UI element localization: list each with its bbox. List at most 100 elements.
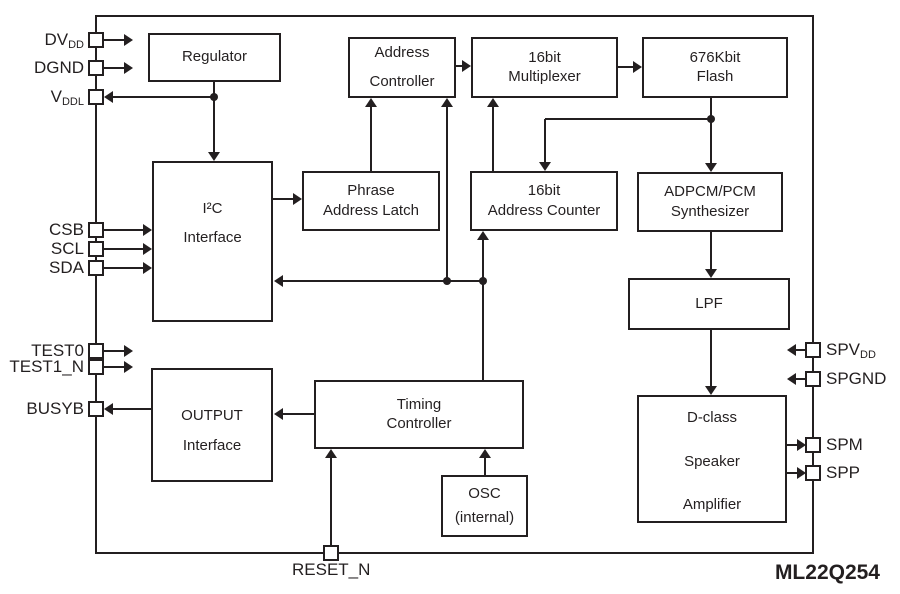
wire-csb	[104, 229, 143, 231]
block-16bit-multiplexer: 16bit Multiplexer	[471, 37, 618, 98]
wire-regulator-i2c	[213, 82, 215, 153]
arrow-i2c-bus-icon	[274, 275, 283, 287]
block-label: Multiplexer	[508, 68, 581, 85]
arrow-addrctrl-in1-icon	[365, 98, 377, 107]
wire-addrctrl-mux	[456, 65, 462, 67]
wire-counter-mux	[492, 107, 494, 171]
block-label: I²C	[202, 199, 223, 217]
chip-outline	[95, 15, 814, 554]
block-regulator: Regulator	[148, 33, 281, 82]
block-label: Address Latch	[323, 201, 419, 219]
arrow-mux-in-icon	[487, 98, 499, 107]
wire-test1n	[104, 366, 124, 368]
pin-busyb	[88, 401, 104, 417]
arrow-scl-in-icon	[143, 243, 152, 255]
block-i2c-interface: I²C Interface	[152, 161, 273, 322]
pin-sda	[88, 260, 104, 276]
arrow-csb-in-icon	[143, 224, 152, 236]
block-timing-controller: Timing Controller	[314, 380, 524, 449]
arrow-amp-in-icon	[705, 386, 717, 395]
block-label: Synthesizer	[670, 202, 750, 220]
pin-dgnd	[88, 60, 104, 76]
wire-mux-flash	[618, 66, 633, 68]
block-label: Interface	[183, 229, 242, 246]
block-label: Amplifier	[682, 496, 742, 514]
pin-label-busyb: BUSYB	[26, 399, 84, 418]
block-label: Timing	[396, 395, 442, 413]
block-label: OSC	[468, 485, 501, 502]
wire-test0	[104, 350, 124, 352]
block-label: Interface	[182, 436, 242, 454]
wire-bus-counter	[482, 240, 484, 281]
pin-label-spgnd: SPGND	[826, 369, 887, 388]
pin-label-reset-n: RESET_N	[292, 560, 371, 579]
arrow-sda-in-icon	[143, 262, 152, 274]
pin-label-scl: SCL	[50, 239, 84, 258]
arrow-timing-reset-icon	[325, 449, 337, 458]
pin-reset-n	[323, 545, 339, 561]
arrow-i2c-top-icon	[208, 152, 220, 161]
arrow-addrctrl-in2-icon	[441, 98, 453, 107]
pin-spm	[805, 437, 821, 453]
junction-flash-branch	[707, 115, 715, 123]
arrow-latch-in-icon	[293, 193, 302, 205]
pin-spvdd	[805, 342, 821, 358]
pin-vddl	[88, 89, 104, 105]
wire-spm	[787, 444, 797, 446]
wire-latch-addrctrl	[370, 107, 372, 171]
pin-scl	[88, 241, 104, 257]
arrow-counter-in-icon	[477, 231, 489, 240]
pin-dvdd	[88, 32, 104, 48]
wire-resetn	[330, 458, 332, 545]
block-dclass-speaker-amplifier: D-class Speaker Amplifier	[637, 395, 787, 523]
pin-test0	[88, 343, 104, 359]
wire-spgnd	[796, 378, 806, 380]
pin-label-spm: SPM	[826, 435, 863, 454]
block-phrase-address-latch: Phrase Address Latch	[302, 171, 440, 231]
junction-bus-right	[479, 277, 487, 285]
block-label: 676Kbit	[689, 48, 741, 66]
wire-busyb	[113, 408, 151, 410]
junction-bus-left	[443, 277, 451, 285]
wire-bus-addrctrl	[446, 107, 448, 281]
wire-timing-bus	[482, 281, 484, 380]
block-osc-internal: OSC (internal)	[441, 475, 528, 537]
arrow-counter-top-icon	[539, 162, 551, 171]
block-label: Regulator	[181, 48, 248, 66]
part-number: ML22Q254	[774, 561, 880, 584]
block-address-controller: Address Controller	[348, 37, 456, 98]
block-label: Speaker	[684, 452, 740, 470]
junction-regulator-vddl	[210, 93, 218, 101]
pin-label-test1-n: TEST1_N	[9, 357, 84, 376]
block-label: Controller	[386, 415, 452, 432]
arrow-output-in-icon	[274, 408, 283, 420]
arrow-flash-in-icon	[633, 61, 642, 73]
arrow-spm-out-icon	[797, 439, 806, 451]
arrow-spvdd-in-icon	[787, 344, 796, 356]
wire-spp	[787, 472, 797, 474]
wire-dvdd	[103, 39, 124, 41]
arrow-lpf-in-icon	[705, 269, 717, 278]
block-label: OUTPUT	[181, 407, 243, 424]
wire-regulator-vddl	[113, 96, 215, 98]
wire-sda	[104, 267, 143, 269]
pin-label-test0: TEST0	[31, 341, 84, 360]
arrow-mux-left-icon	[462, 60, 471, 72]
block-label: ADPCM/PCM	[664, 183, 756, 200]
arrow-test0-in-icon	[124, 345, 133, 357]
block-label: D-class	[686, 409, 737, 427]
wire-flash-adpcm	[710, 98, 712, 163]
arrow-dvdd-in-icon	[124, 34, 133, 46]
pin-label-spvdd: SPVDD	[826, 340, 876, 361]
block-label: (internal)	[454, 508, 515, 526]
wire-osc-timing	[484, 458, 486, 475]
pin-csb	[88, 222, 104, 238]
wire-bus-horizontal	[282, 280, 484, 282]
pin-label-vddl: VDDL	[50, 87, 84, 108]
pin-label-sda: SDA	[49, 258, 84, 277]
block-adpcm-pcm-synthesizer: ADPCM/PCM Synthesizer	[637, 172, 783, 232]
arrow-busyb-out-icon	[104, 403, 113, 415]
block-label: Flash	[696, 68, 734, 85]
block-output-interface: OUTPUT Interface	[151, 368, 273, 482]
